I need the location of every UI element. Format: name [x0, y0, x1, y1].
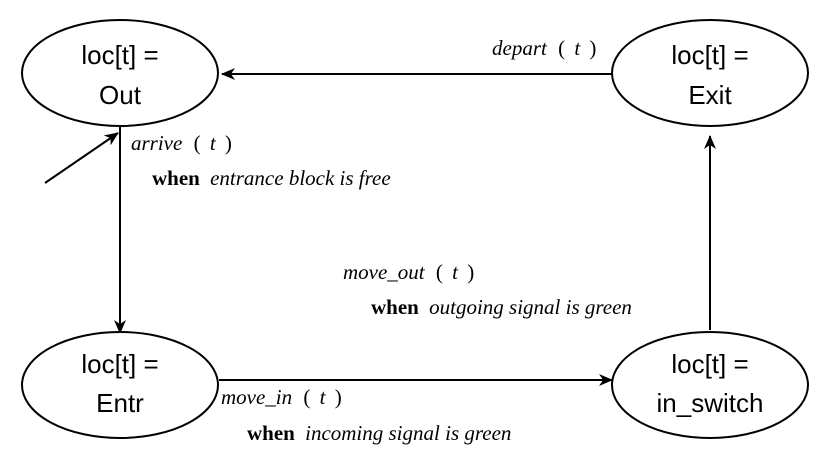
- state-exit-line1: loc[t] =: [671, 40, 748, 70]
- state-exit: loc[t] = Exit: [611, 19, 809, 127]
- state-entr-line1: loc[t] =: [81, 349, 158, 379]
- label-move-out-event: move_out: [343, 260, 426, 284]
- label-arrive-close: ): [225, 131, 232, 155]
- label-depart-open: (: [558, 36, 565, 60]
- state-exit-line2: Exit: [688, 80, 732, 110]
- state-out-line1: loc[t] =: [81, 40, 158, 70]
- label-depart: depart ( t ): [492, 36, 596, 60]
- label-arrive-when: when: [152, 166, 200, 190]
- state-out: loc[t] = Out: [21, 19, 219, 127]
- state-exit-ellipse: [611, 19, 809, 127]
- state-in-switch-line1: loc[t] =: [671, 349, 748, 379]
- label-arrive-open: (: [194, 131, 201, 155]
- state-out-ellipse: [21, 19, 219, 127]
- state-in-switch: loc[t] = in_switch: [611, 331, 809, 439]
- label-move-out-open: (: [436, 260, 443, 284]
- label-move-in-open: (: [303, 385, 310, 409]
- label-move-out-guard: when outgoing signal is green: [371, 295, 632, 319]
- label-move-in-arg: t: [320, 385, 327, 409]
- label-move-in-when: when: [247, 421, 295, 445]
- state-entr: loc[t] = Entr: [21, 331, 219, 439]
- state-in-switch-line2: in_switch: [657, 388, 764, 418]
- label-depart-arg: t: [574, 36, 581, 60]
- label-move-out: move_out ( t ): [343, 260, 474, 284]
- label-depart-event: depart: [492, 36, 548, 60]
- label-depart-close: ): [589, 36, 596, 60]
- label-arrive-arg: t: [210, 131, 217, 155]
- label-move-out-condition: outgoing signal is green: [429, 295, 632, 319]
- label-move-in-close: ): [335, 385, 342, 409]
- state-out-line2: Out: [99, 80, 142, 110]
- state-in-switch-ellipse: [611, 331, 809, 439]
- label-arrive-condition: entrance block is free: [210, 166, 391, 190]
- label-arrive: arrive ( t ): [131, 131, 232, 155]
- state-entr-ellipse: [21, 331, 219, 439]
- label-move-out-arg: t: [452, 260, 459, 284]
- label-move-in-guard: when incoming signal is green: [247, 421, 511, 445]
- edge-initial: [44, 132, 119, 184]
- label-move-out-close: ): [467, 260, 474, 284]
- label-move-in-event: move_in: [221, 385, 292, 409]
- state-entr-line2: Entr: [96, 388, 144, 418]
- label-move-out-when: when: [371, 295, 419, 319]
- label-move-in-condition: incoming signal is green: [305, 421, 511, 445]
- label-arrive-event: arrive: [131, 131, 182, 155]
- label-arrive-guard: when entrance block is free: [152, 166, 391, 190]
- label-move-in: move_in ( t ): [221, 385, 342, 409]
